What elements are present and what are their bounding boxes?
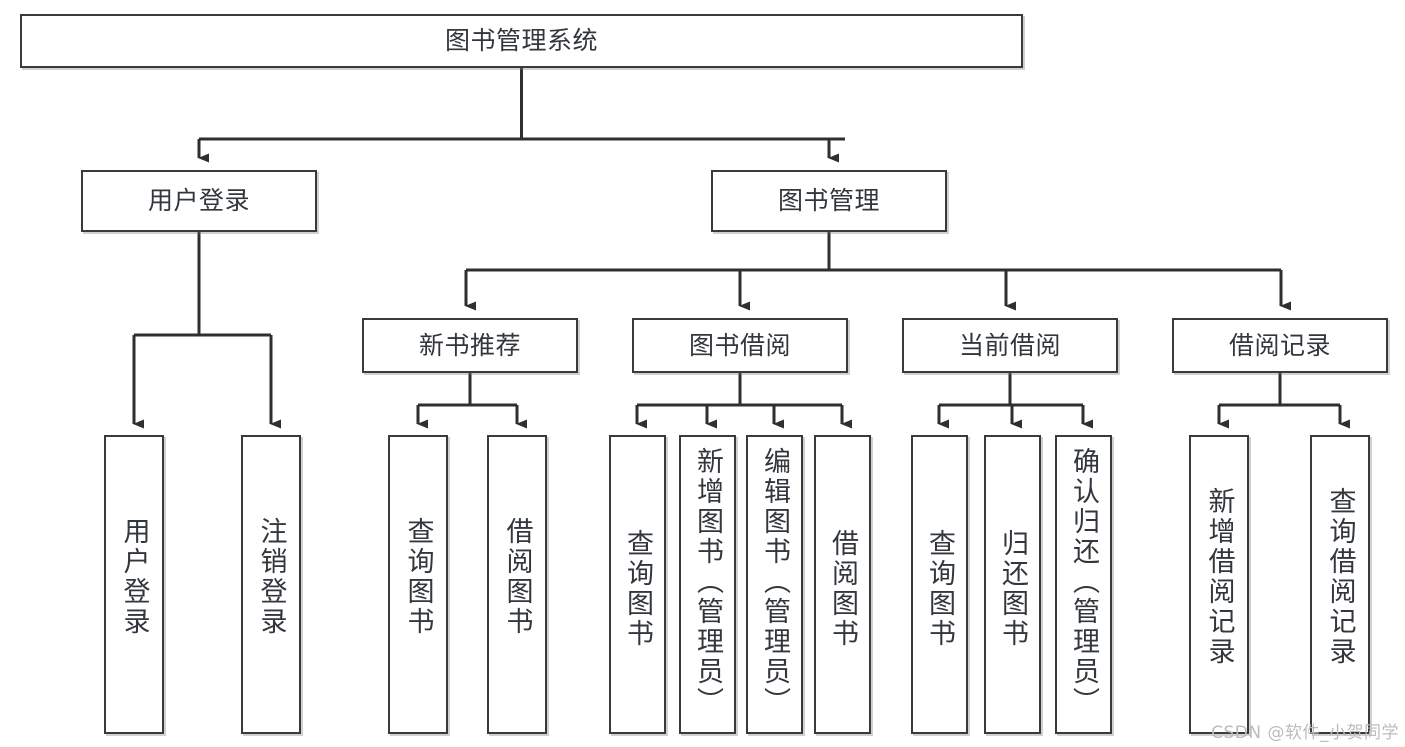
node-label: 借阅图书 — [501, 517, 533, 637]
node-label: 查询借阅记录 — [1324, 487, 1356, 667]
leaf-borrow-book[interactable]: 借阅图书 — [814, 435, 871, 734]
node-label: 用户登录 — [147, 186, 250, 215]
node-label: 编辑图书（管理员） — [759, 447, 790, 717]
node-label: 查询图书 — [402, 517, 434, 637]
node-label: 注销登录 — [255, 517, 287, 637]
leaf-query-borrow-record[interactable]: 查询借阅记录 — [1310, 435, 1370, 734]
node-book-manage[interactable]: 图书管理 — [711, 170, 947, 232]
csdn-watermark: CSDN @软件_小贺同学 — [1211, 723, 1399, 743]
leaf-user-login[interactable]: 用户登录 — [104, 435, 164, 734]
node-label: 确认归还（管理员） — [1068, 447, 1099, 717]
node-label: 新增借阅记录 — [1203, 487, 1235, 667]
leaf-confirm-return-admin[interactable]: 确认归还（管理员） — [1055, 435, 1112, 734]
leaf-add-book-admin[interactable]: 新增图书（管理员） — [679, 435, 736, 734]
node-label: 用户登录 — [118, 517, 150, 637]
leaf-borrow-book-recommend[interactable]: 借阅图书 — [487, 435, 547, 734]
node-label: 查询图书 — [622, 529, 653, 649]
leaf-query-book-current[interactable]: 查询图书 — [911, 435, 968, 734]
leaf-return-book[interactable]: 归还图书 — [984, 435, 1041, 734]
node-book-borrow[interactable]: 图书借阅 — [632, 318, 848, 373]
node-user-login[interactable]: 用户登录 — [81, 170, 317, 232]
node-new-book-recommend[interactable]: 新书推荐 — [362, 318, 578, 373]
node-root-system[interactable]: 图书管理系统 — [20, 14, 1023, 68]
node-label: 图书借阅 — [688, 330, 791, 360]
node-label: 借阅图书 — [827, 529, 858, 649]
node-label: 当前借阅 — [958, 330, 1061, 360]
node-label: 新书推荐 — [418, 330, 521, 360]
leaf-query-book-borrow[interactable]: 查询图书 — [609, 435, 666, 734]
leaf-user-logout[interactable]: 注销登录 — [241, 435, 301, 734]
node-label: 新增图书（管理员） — [692, 447, 723, 717]
leaf-add-borrow-record[interactable]: 新增借阅记录 — [1189, 435, 1249, 734]
leaf-edit-book-admin[interactable]: 编辑图书（管理员） — [746, 435, 803, 734]
node-borrow-record[interactable]: 借阅记录 — [1172, 318, 1388, 373]
node-label: 图书管理系统 — [444, 26, 598, 55]
node-label: 图书管理 — [777, 186, 880, 215]
node-label: 归还图书 — [997, 529, 1028, 649]
leaf-query-book-recommend[interactable]: 查询图书 — [388, 435, 448, 734]
node-label: 借阅记录 — [1228, 330, 1331, 360]
node-label: 查询图书 — [924, 529, 955, 649]
node-current-borrow[interactable]: 当前借阅 — [902, 318, 1118, 373]
